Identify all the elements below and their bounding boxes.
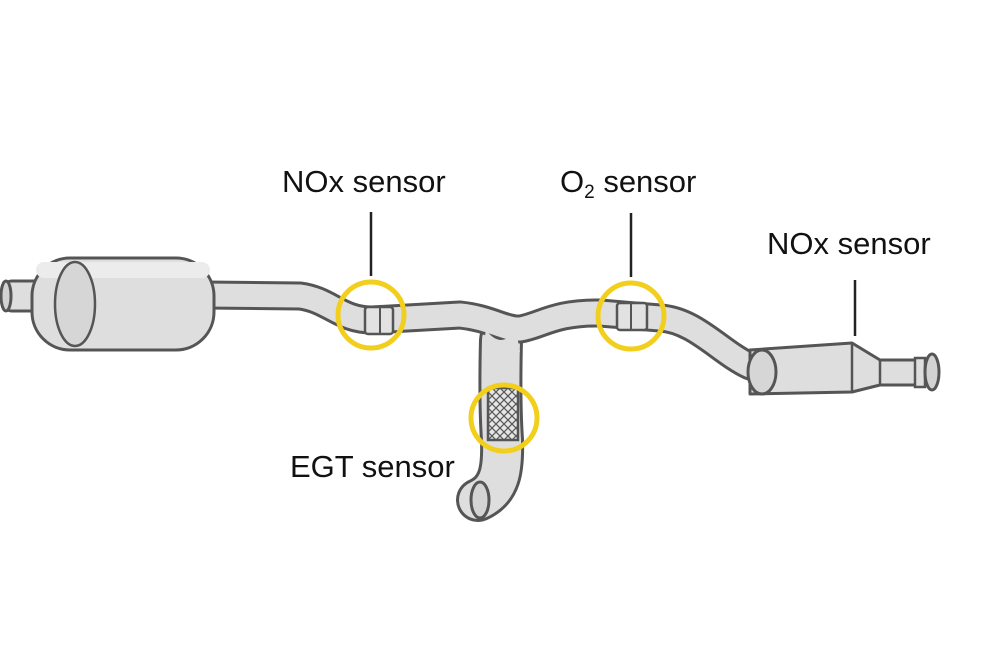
highlight-circle-nox-1: [335, 279, 407, 351]
egt-sensor-label: EGT sensor: [290, 449, 455, 484]
main-pipe: [190, 280, 765, 381]
downpipe-inlet: [469, 480, 491, 520]
o2-label-prefix: O: [560, 164, 585, 199]
o2-sensor-label: O2 sensor: [560, 164, 697, 202]
tailpipe-outlet: [923, 352, 941, 392]
muffler-end-cap: [53, 260, 97, 348]
highlight-circle-egt: [468, 382, 540, 454]
highlight-circle-o2: [595, 280, 667, 352]
o2-label-subscript: 2: [584, 182, 595, 203]
nox-sensor-label-1: NOx sensor: [282, 164, 446, 199]
sensor-bung-o2: [615, 301, 649, 332]
front-muffler: [0, 256, 216, 352]
nox-sensor-label-2: NOx sensor: [767, 226, 931, 261]
braided-flex-section: [486, 386, 520, 442]
o2-label-suffix: sensor: [594, 164, 697, 199]
rear-silencer: [746, 341, 941, 396]
sensor-bung-nox-1: [363, 305, 395, 336]
